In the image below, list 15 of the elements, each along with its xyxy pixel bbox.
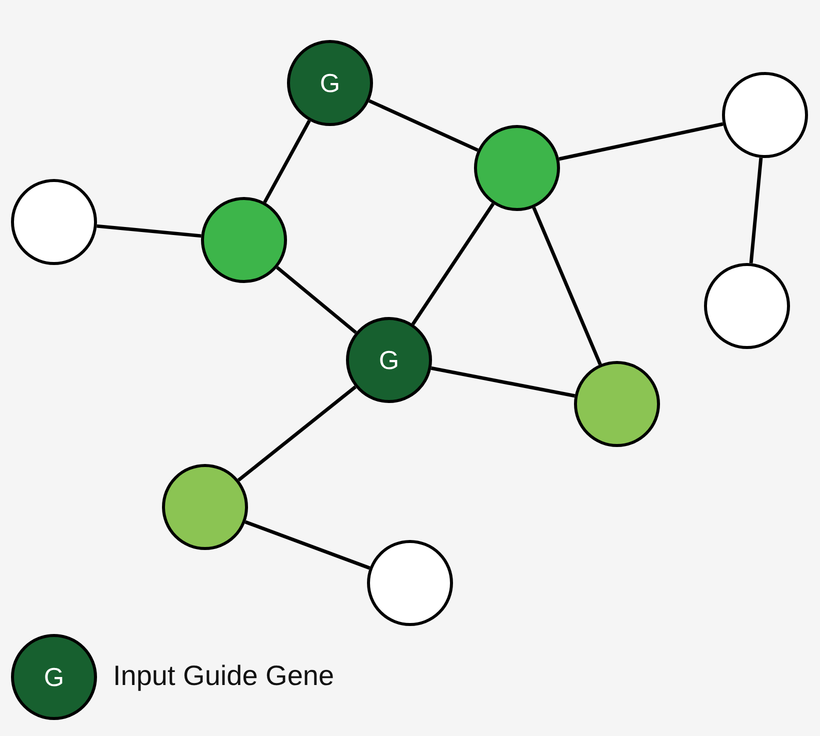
connector-line — [368, 99, 479, 152]
connector-line — [263, 120, 311, 204]
node-label: G — [320, 68, 340, 98]
connector-line — [430, 366, 576, 398]
connector-line — [411, 202, 495, 326]
legend-text: Input Guide Gene — [113, 660, 334, 692]
node-label: G — [378, 344, 400, 376]
connector-line — [276, 266, 357, 334]
connector-line — [749, 158, 763, 264]
legend-symbol-label: G — [44, 662, 64, 692]
connector-line — [558, 122, 724, 161]
connector-line — [532, 206, 602, 366]
connector-line — [238, 385, 356, 482]
connector-line — [96, 224, 202, 238]
connector-line — [244, 520, 370, 570]
